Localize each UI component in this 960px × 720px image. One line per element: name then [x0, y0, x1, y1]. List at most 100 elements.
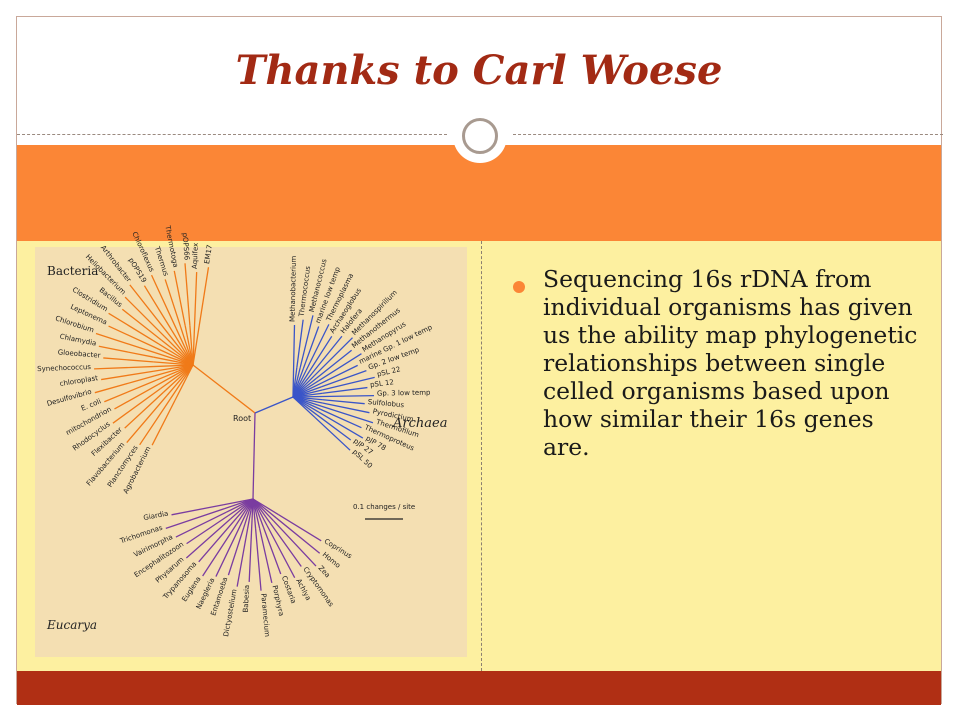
taxon-label: Dictyostelium [222, 588, 239, 637]
bacteria-branch [173, 270, 186, 326]
archaea-branch [299, 315, 314, 369]
bacteria-branch [103, 357, 154, 363]
bottom-band [17, 671, 941, 705]
bacteria-branch [153, 364, 194, 368]
archaea-branch [296, 319, 304, 368]
archaea-branch [322, 402, 370, 414]
archaea-branch [314, 416, 351, 451]
taxon-label: Zea [317, 564, 332, 579]
eucarya-branch [236, 498, 254, 525]
eucarya-branch [223, 498, 254, 506]
eucarya-branch [243, 498, 254, 528]
eucarya-branch [186, 515, 229, 545]
eucarya-branch [252, 498, 261, 529]
eucarya-branch [252, 498, 257, 529]
bacteria-branch [193, 272, 198, 326]
eucarya-branch [252, 498, 268, 526]
eucarya-branch [262, 526, 282, 575]
bacteria-branch [126, 394, 168, 443]
bacteria-branch [112, 387, 162, 424]
archaea-branch [322, 376, 375, 391]
bacteria-branch [153, 356, 194, 366]
eucarya-branch [224, 498, 254, 510]
archaea-domain-label: Archaea [392, 416, 447, 431]
archaea-branch [316, 414, 352, 441]
bacteria-branch [139, 397, 172, 446]
eucarya-branch [252, 498, 271, 524]
column-divider [481, 241, 482, 671]
taxon-label: pSL 12 [370, 378, 395, 389]
bacteria-branch [94, 375, 155, 394]
bacteria-branch [108, 325, 157, 349]
bacteria-branch [164, 336, 194, 366]
bacteria-branch [101, 370, 154, 381]
eucarya-branch [232, 498, 254, 523]
archaea-branch [292, 396, 316, 418]
archaea-branch [321, 369, 367, 388]
eucarya-branch [171, 504, 224, 516]
archaea-branch [316, 349, 353, 379]
archaea-branch [321, 405, 374, 424]
bacteria-branch [95, 332, 156, 354]
taxon-label: Porphyra [271, 585, 286, 617]
taxon-label: EM17 [203, 244, 214, 264]
bacteria-branch [129, 284, 169, 334]
bacteria-branch [175, 328, 194, 366]
ring-ornament-inner [462, 118, 498, 154]
eucarya-branch [278, 514, 322, 542]
slide-title: Thanks to Carl Woese [235, 47, 723, 94]
taxon-label: pOPS66 [181, 232, 191, 261]
bacteria-branch [170, 364, 194, 399]
taxon-label: Gp. 3 low temp [377, 389, 431, 398]
bacteria-trunk [192, 364, 256, 414]
eucarya-trunk [252, 412, 256, 500]
taxon-label: Chlamydia [59, 333, 97, 348]
eucarya-domain-label: Eucarya [46, 618, 97, 632]
eucarya-branch [248, 528, 253, 582]
bacteria-branch [154, 364, 194, 377]
bacteria-branch [171, 330, 194, 366]
eucarya-branch [198, 521, 234, 563]
bacteria-branch [154, 352, 194, 366]
bacteria-branch [164, 279, 182, 328]
bacteria-branch [156, 347, 194, 366]
eucarya-branch [266, 525, 296, 578]
bacteria-branch [155, 364, 194, 381]
bacteria-branch [198, 267, 210, 326]
eucarya-branch [202, 523, 238, 577]
eucarya-branch [239, 498, 254, 527]
archaea-branch [322, 386, 368, 394]
bacteria-branch [163, 364, 194, 393]
eucarya-branch [252, 498, 265, 528]
bacteria-branch [153, 364, 194, 372]
eucarya-branch [252, 498, 279, 516]
archaea-branch [308, 335, 333, 373]
ring-ornament [453, 109, 507, 163]
taxon-label: Aquifex [191, 243, 200, 270]
eucarya-branch [230, 498, 254, 520]
taxon-label: Gloeobacter [57, 348, 100, 359]
eucarya-branch [227, 527, 245, 576]
bacteria-branch [153, 361, 194, 366]
eucarya-branch [275, 517, 321, 554]
bacteria-branch [184, 263, 191, 326]
taxon-label: Synechococcus [37, 363, 91, 373]
bacteria-branch [180, 326, 194, 366]
eucarya-branch [227, 498, 254, 517]
phylogenetic-tree: AgrobacteriumPlanctomycesFlavobacteriumF… [37, 224, 447, 637]
bacteria-branch [192, 325, 196, 366]
bacteria-branch [114, 383, 159, 410]
root-label: Root [233, 414, 251, 423]
bacteria-branch [161, 339, 194, 366]
archaea-branch [292, 325, 296, 368]
taxon-label: Thermus [153, 245, 171, 278]
eucarya-branch [225, 498, 254, 513]
taxon-label: Paramecium [259, 593, 271, 637]
eucarya-branch [258, 528, 273, 584]
bacteria-branch [157, 364, 194, 386]
bacteria-branch [124, 296, 166, 338]
archaea-branch [318, 353, 362, 382]
eucarya-branch [250, 498, 254, 529]
